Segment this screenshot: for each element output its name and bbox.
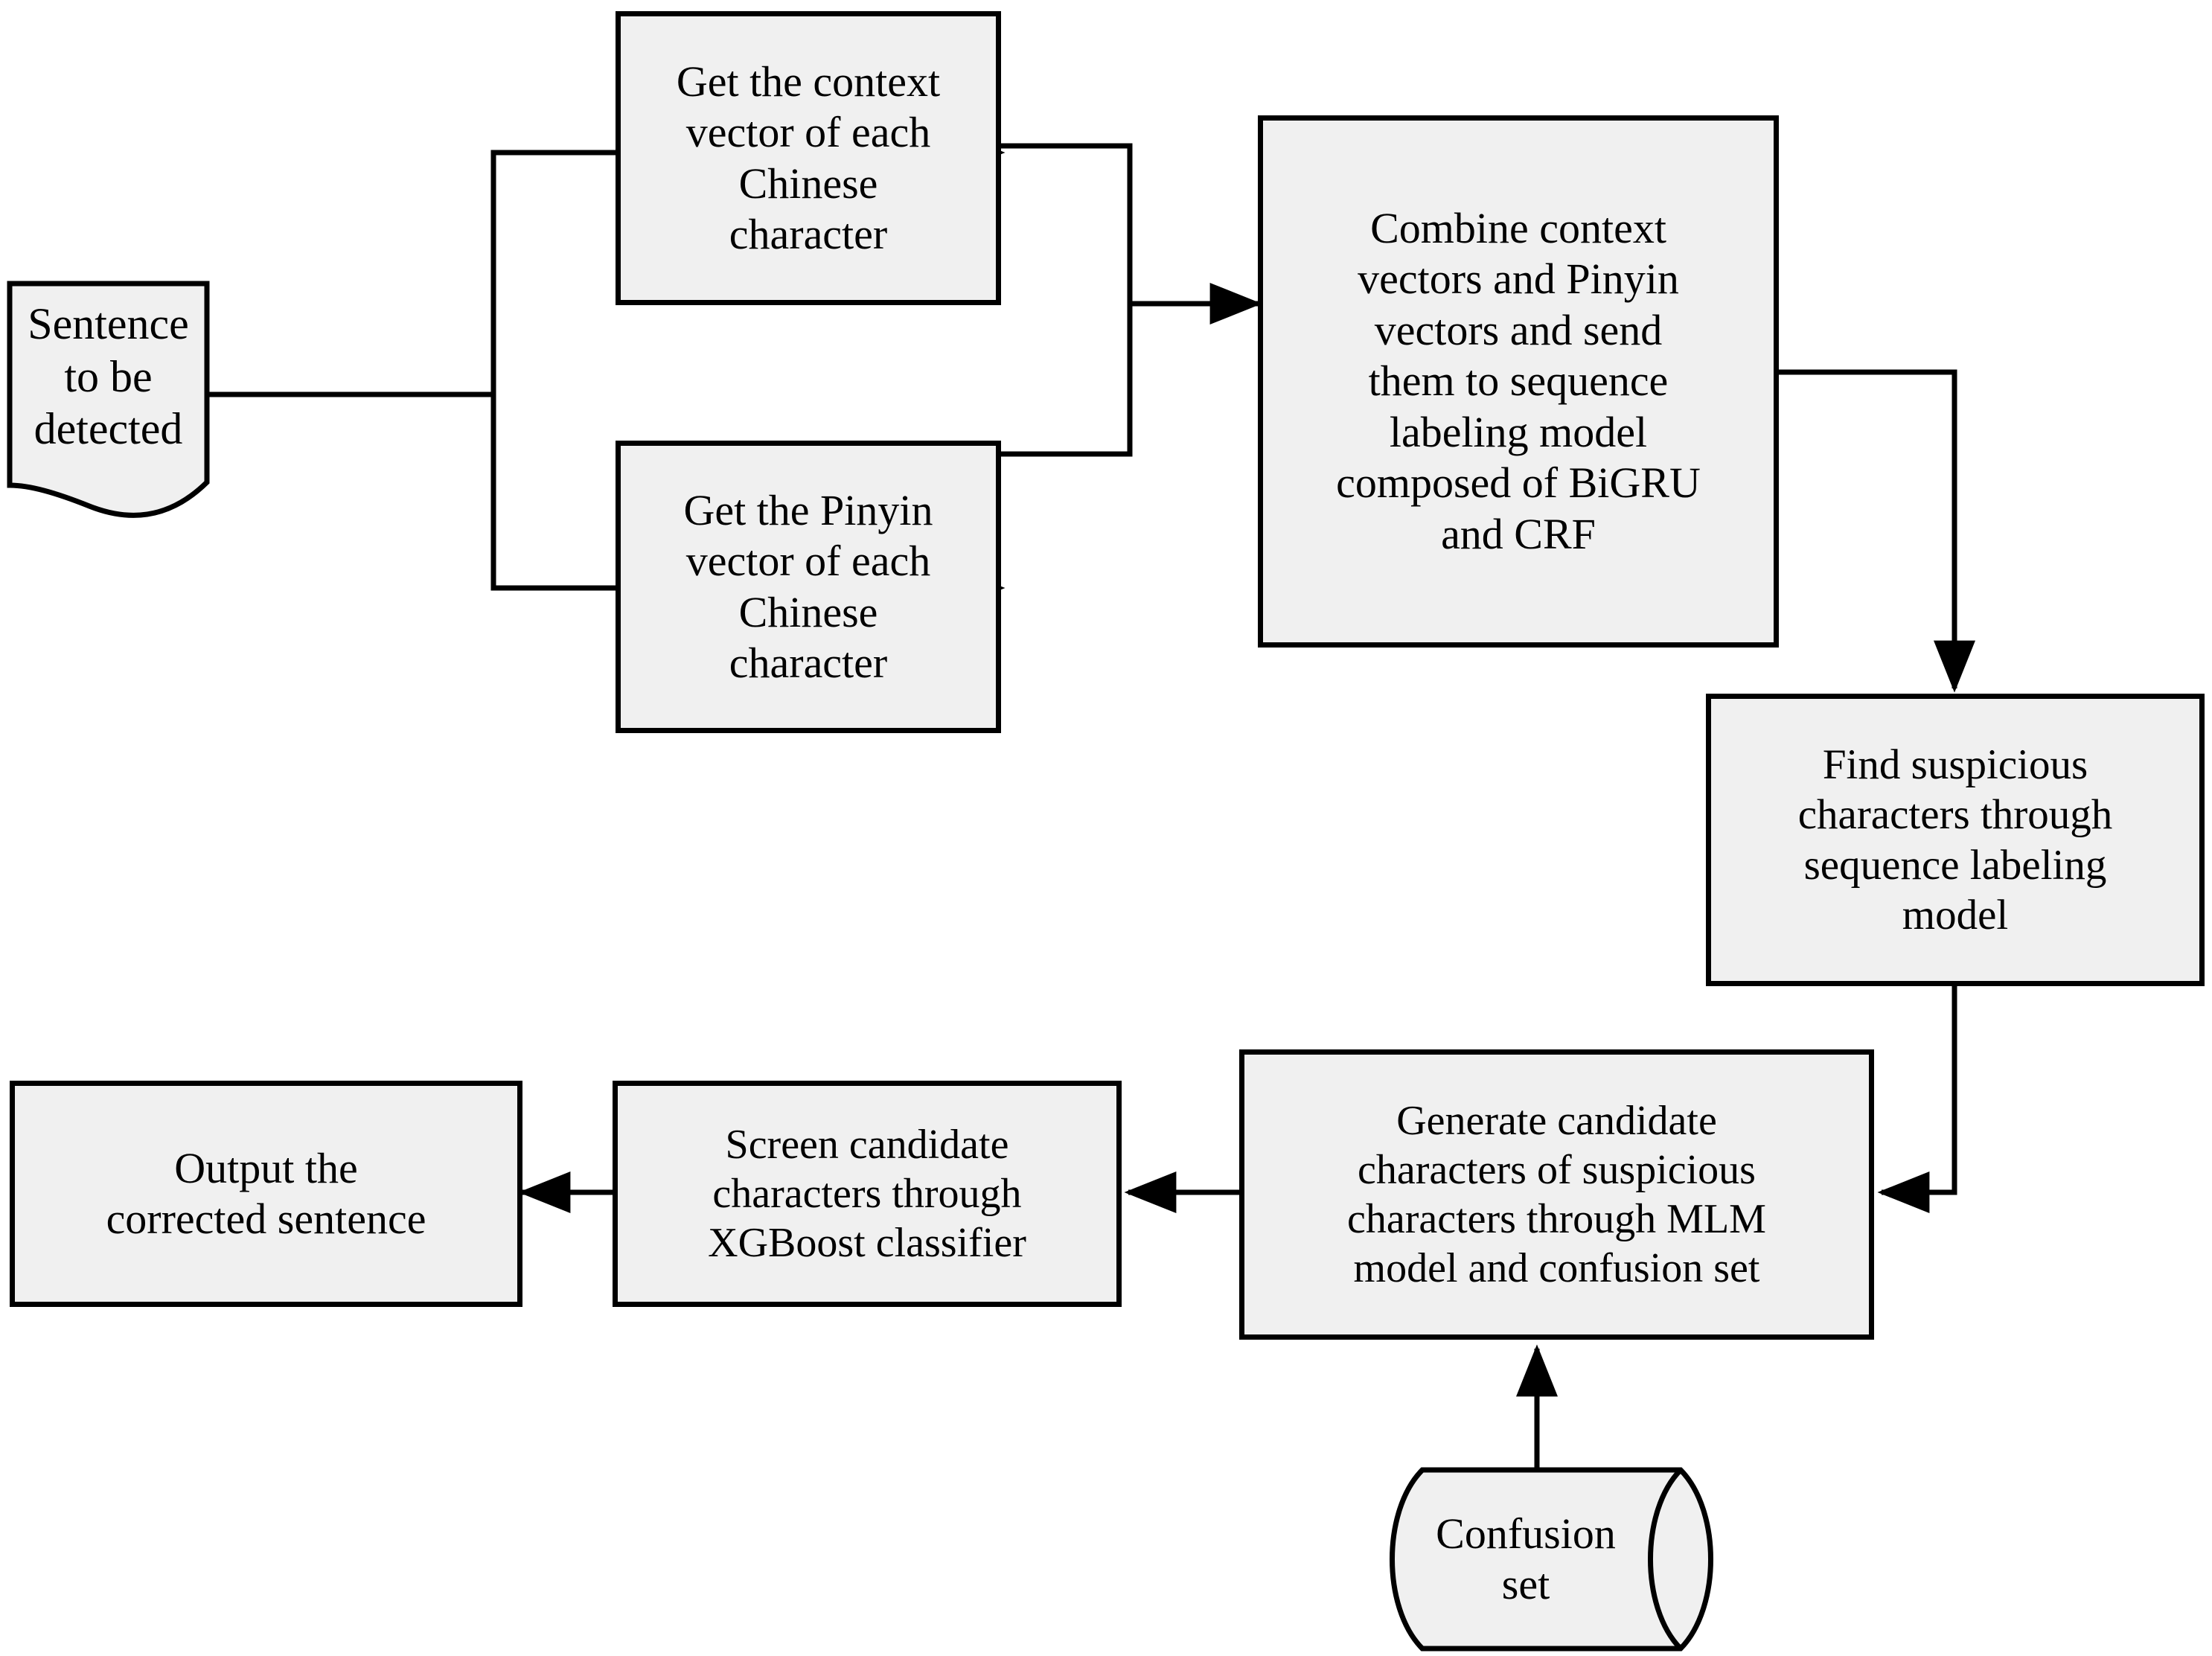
node-output-sentence-label: Output the corrected sentence <box>106 1143 426 1243</box>
node-output-sentence[interactable]: Output the corrected sentence <box>10 1081 522 1307</box>
node-find-suspicious-label: Find suspicious characters through seque… <box>1797 741 2113 939</box>
node-context-vector-label: Get the context vector of each Chinese c… <box>676 57 941 258</box>
node-confusion-set-label: Confusion set <box>1436 1509 1616 1608</box>
node-generate-candidates-label: Generate candidate characters of suspici… <box>1347 1097 1766 1292</box>
node-screen-candidates-label: Screen candidate characters through XGBo… <box>708 1121 1026 1267</box>
edge-pinyin-to-combine <box>1001 304 1133 457</box>
sentence-input-shape <box>7 281 210 518</box>
confusion-set-cap <box>1648 1468 1683 1651</box>
node-pinyin-vector[interactable]: Get the Pinyin vector of each Chinese ch… <box>616 441 1001 733</box>
node-confusion-set[interactable]: Confusion set <box>1399 1470 1652 1649</box>
edge-combine-to-find <box>1779 369 1975 693</box>
node-sentence-input-label: Sentence to be detected <box>28 298 189 454</box>
edge-context-to-combine <box>1001 143 1262 325</box>
node-combine-vectors-label: Combine context vectors and Pinyin vecto… <box>1336 203 1701 558</box>
node-pinyin-vector-label: Get the Pinyin vector of each Chinese ch… <box>683 485 933 687</box>
node-sentence-input[interactable]: Sentence to be detected <box>10 284 207 470</box>
node-find-suspicious[interactable]: Find suspicious characters through seque… <box>1706 694 2205 986</box>
edge-find-to-generate <box>1877 986 1957 1213</box>
node-combine-vectors[interactable]: Combine context vectors and Pinyin vecto… <box>1258 115 1779 648</box>
node-screen-candidates[interactable]: Screen candidate characters through XGBo… <box>613 1081 1122 1307</box>
node-context-vector[interactable]: Get the context vector of each Chinese c… <box>616 11 1001 305</box>
node-generate-candidates[interactable]: Generate candidate characters of suspici… <box>1239 1049 1874 1340</box>
